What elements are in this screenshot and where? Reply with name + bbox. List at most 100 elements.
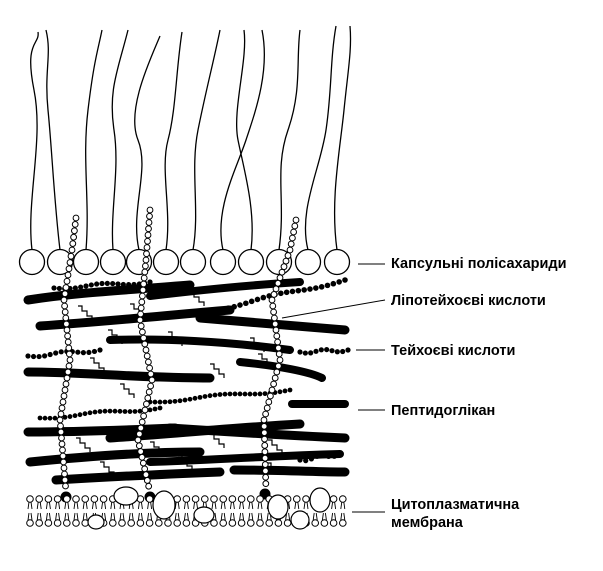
teichoic-bead [53, 350, 59, 356]
lipoteichoic-bead [138, 418, 146, 426]
teichoic-bead [287, 387, 293, 393]
lipoteichoic-bead [274, 338, 282, 346]
lipid-tail [257, 501, 263, 510]
teichoic-bead [127, 409, 133, 414]
lipoteichoic-bead [72, 214, 80, 222]
capsule-circle [237, 248, 265, 276]
lipid-head [90, 495, 99, 503]
teichoic-bead [110, 280, 116, 287]
lipoteichoic-bead [289, 234, 296, 242]
lipid-tail [340, 512, 346, 521]
lipoteichoic-bead [262, 467, 269, 475]
lipid-head [145, 495, 154, 503]
lipid-tail [27, 512, 33, 521]
teichoic-bead [67, 414, 73, 419]
cytoplasmic-membrane [26, 486, 347, 530]
teichoic-bead [37, 415, 43, 421]
teichoic-bead [243, 300, 249, 307]
teichoic-bead [75, 349, 81, 355]
polysaccharide-strand [85, 29, 103, 251]
lipid-head [99, 495, 108, 503]
lipoteichoic-bead [148, 376, 156, 384]
lipoteichoic-bead [286, 246, 294, 254]
cross-bridge [190, 291, 205, 306]
lipoteichoic-bead [64, 338, 72, 346]
teichoic-bead [58, 349, 64, 355]
peptidoglycan-strand [146, 278, 304, 300]
cross-bridge [108, 329, 123, 344]
lipid-head [219, 519, 227, 527]
lipoteichoic-bead [67, 252, 75, 260]
cross-bridge [76, 437, 91, 452]
lipoteichoic-bead [145, 219, 153, 226]
lipid-tail [101, 501, 107, 510]
lipid-head [81, 495, 89, 503]
lipoteichoic-bead [262, 410, 270, 418]
lipoteichoic-bead [137, 424, 145, 432]
cross-bridge [268, 439, 283, 454]
lipid-tail [331, 512, 337, 521]
lipoteichoic-bead [290, 228, 298, 236]
lipoteichoic-bead [261, 461, 269, 468]
teichoic-bead [92, 409, 98, 415]
lipoteichoic-bead [62, 482, 69, 490]
label-teichoic-acids: Тейхоєві кислоти [391, 343, 515, 359]
teichoic-bead [219, 306, 226, 313]
teichoic-bead [202, 394, 208, 399]
lipid-head [237, 495, 246, 503]
lipid-head [293, 495, 301, 503]
lipid-tail [239, 501, 245, 510]
teichoic-bead [72, 413, 78, 419]
teichoic-bead [52, 415, 58, 421]
lipoteichoic-bead [66, 259, 74, 266]
teichoic-bead [208, 308, 214, 315]
lipoteichoic-bead [61, 302, 68, 310]
cross-bridge [100, 461, 115, 476]
lipoteichoic-bead [140, 412, 148, 420]
cross-bridge [178, 455, 193, 470]
lipoteichoic-bead [65, 344, 73, 352]
peptidoglycan-strand [23, 367, 215, 383]
lipid-tail [128, 512, 134, 521]
lipid-head [302, 495, 310, 503]
lipoteichoic-bead [71, 227, 78, 235]
lipoteichoic-bead [57, 428, 65, 436]
lipoteichoic-bead [143, 400, 150, 408]
teichoic-bead [278, 290, 284, 297]
teichoic-bead [313, 348, 319, 354]
lipid-head [247, 519, 255, 527]
teichoic-bead [107, 408, 113, 414]
lipoteichoic-bead [137, 322, 145, 330]
teichoic-bead [120, 281, 126, 288]
lipoteichoic-bead [265, 398, 273, 406]
lipid-head [53, 519, 62, 527]
teichoic-bead [25, 353, 31, 359]
lipoteichoic-bead [141, 268, 149, 276]
teichoic-bead [87, 410, 93, 416]
teichoic-bead [99, 280, 105, 287]
lipoteichoic-bead [63, 374, 71, 382]
teichoic-bead [88, 282, 94, 288]
teichoic-bead [302, 350, 308, 356]
teichoic-bead [297, 457, 303, 463]
lipoteichoic-bead [61, 470, 68, 478]
lipid-tail [64, 501, 70, 510]
lipid-tail [211, 501, 217, 510]
cross-bridge [258, 353, 273, 368]
lipoteichoic-bead [145, 358, 152, 366]
teichoic-bead [283, 289, 290, 296]
lipid-tail [55, 512, 61, 521]
lipoteichoic-bead [64, 271, 72, 279]
teichoic-bead [131, 281, 137, 288]
lipoteichoic-bead [63, 277, 71, 285]
lipoteichoic-bead [69, 240, 77, 248]
lipid-tail [110, 501, 116, 510]
teichoic-bead [282, 388, 288, 394]
lipoteichoic-bead [261, 435, 268, 443]
lipoteichoic-bead [271, 374, 279, 382]
lipoteichoic-bead [260, 429, 268, 437]
lipoteichoic-bead [63, 320, 70, 328]
lipoteichoic-bead [143, 250, 150, 258]
teichoic-bead [42, 415, 48, 421]
lipid-head [228, 519, 237, 527]
